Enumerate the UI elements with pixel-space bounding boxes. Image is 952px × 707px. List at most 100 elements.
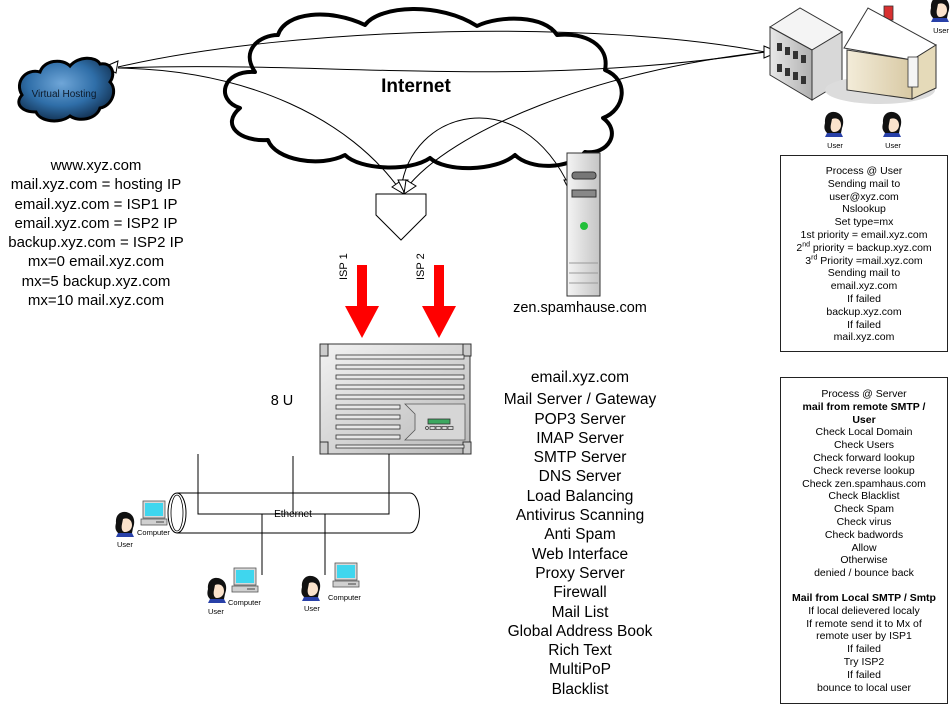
office-building-icon <box>769 7 843 101</box>
link-hosting-remote-bottom <box>117 51 766 73</box>
local-step: If failed <box>847 668 881 681</box>
house-icon <box>825 5 937 104</box>
dns-record: mx=0 email.xyz.com <box>27 253 165 271</box>
service-item: POP3 Server <box>534 410 626 428</box>
service-item: Proxy Server <box>535 564 625 582</box>
process-user-priority-3: 3rd Priority =mail.xyz.com <box>781 254 947 268</box>
service-item: SMTP Server <box>533 449 627 467</box>
client-user-icon-1 <box>115 511 135 537</box>
rack-size-label: 8 U <box>271 393 294 409</box>
process-user-line: mail.xyz.com <box>833 331 895 344</box>
service-item: Load Balancing <box>526 487 634 505</box>
arrowhead-router-right <box>403 179 417 196</box>
internet-label: Internet <box>381 76 451 97</box>
spacer <box>781 580 947 592</box>
dns-record: email.xyz.com = ISP1 IP <box>14 195 178 213</box>
priority-text: Priority =mail.xyz.com <box>817 254 923 267</box>
remote-step: Check Local Domain <box>815 426 913 439</box>
client-computer-icon-1 <box>140 500 168 526</box>
remote-step: Check virus <box>836 515 892 528</box>
local-step: If remote send it to Mx of <box>806 617 922 630</box>
spamhaus-label: zen.spamhause.com <box>513 300 647 316</box>
process-user-line: Set type=mx <box>834 216 894 229</box>
server-services-list: email.xyz.com Mail Server / Gateway POP3… <box>486 368 674 699</box>
remote-step: Check Users <box>833 439 895 452</box>
priority-text: priority = backup.xyz.com <box>809 241 932 254</box>
local-step: If failed <box>847 643 881 656</box>
remote-smtp-heading: mail from remote SMTP / User <box>802 400 926 426</box>
service-item: Anti Spam <box>544 526 616 544</box>
spamhaus-server-icon <box>566 152 601 297</box>
remote-step: Check forward lookup <box>813 451 915 464</box>
client-user-icon-3 <box>301 575 321 601</box>
dns-record: www.xyz.com <box>50 157 142 174</box>
process-user-box: Process @ User Sending mail to user@xyz.… <box>780 155 948 352</box>
process-user-line: Sending mail to <box>827 177 901 190</box>
local-smtp-heading: Mail from Local SMTP / Smtp <box>792 591 936 604</box>
process-user-priority-2: 2nd priority = backup.xyz.com <box>781 241 947 255</box>
dns-records-list: www.xyz.com mail.xyz.com = hosting IP em… <box>0 156 192 310</box>
client-user-label-1: User <box>117 540 133 549</box>
remote-user-icon-1 <box>930 0 950 23</box>
remote-user-icon-3 <box>882 111 902 137</box>
service-item: DNS Server <box>538 468 622 486</box>
dns-record: backup.xyz.com = ISP2 IP <box>8 234 184 252</box>
ethernet-bus <box>167 492 420 534</box>
remote-step: Otherwise <box>840 554 888 567</box>
client-computer-label-2: Computer <box>228 598 261 607</box>
process-server-box: Process @ Server mail from remote SMTP /… <box>780 377 948 704</box>
service-item: MultiPoP <box>548 661 612 679</box>
remote-step: Check badwords <box>824 528 904 541</box>
client-computer-label-3: Computer <box>328 593 361 602</box>
process-user-line: If failed <box>847 318 881 331</box>
process-user-line: 1st priority = email.xyz.com <box>800 228 928 241</box>
dns-record: email.xyz.com = ISP2 IP <box>14 214 178 232</box>
process-user-line: Sending mail to <box>827 267 901 280</box>
process-user-line: If failed <box>847 292 881 305</box>
remote-step: Check zen.spamhaus.com <box>802 477 926 490</box>
service-item: Mail List <box>551 603 609 621</box>
process-user-line: backup.xyz.com <box>826 305 902 318</box>
remote-user-label-2: User <box>827 141 843 150</box>
remote-step: Check Blacklist <box>828 490 900 503</box>
isp1-label: ISP 1 <box>338 253 350 280</box>
isp1-arrow <box>345 265 379 338</box>
process-server-title: Process @ Server <box>821 388 907 400</box>
remote-user-icon-2 <box>824 111 844 137</box>
service-item: Firewall <box>553 584 607 602</box>
remote-step: Allow <box>851 541 877 554</box>
remote-user-label-3: User <box>885 141 901 150</box>
remote-step: denied / bounce back <box>814 567 914 580</box>
process-user-line: Process @ User <box>825 165 903 177</box>
local-step: bounce to local user <box>817 681 911 694</box>
service-item: Mail Server / Gateway <box>503 391 657 409</box>
client-computer-icon-2 <box>231 567 259 593</box>
virtual-hosting-cloud <box>17 56 116 123</box>
client-user-label-3: User <box>304 604 320 613</box>
link-hosting-router <box>117 67 401 191</box>
remote-user-label-1: User <box>933 26 949 35</box>
link-hosting-remote-top <box>117 30 766 68</box>
ordinal-suffix: rd <box>811 254 818 262</box>
client-computer-icon-3 <box>332 562 360 588</box>
service-item: Web Interface <box>531 545 629 563</box>
client-user-label-2: User <box>208 607 224 616</box>
process-user-line: email.xyz.com <box>830 280 898 293</box>
remote-step: Check reverse lookup <box>813 464 915 477</box>
dns-record: mx=5 backup.xyz.com <box>21 272 171 290</box>
local-step: If local delievered localy <box>808 604 920 617</box>
client-user-icon-2 <box>207 577 227 603</box>
router-icon <box>375 193 427 241</box>
service-item: Blacklist <box>551 680 609 698</box>
service-item: Global Address Book <box>507 622 653 640</box>
process-user-line: Nslookup <box>842 203 886 216</box>
isp2-arrow <box>422 265 456 338</box>
dns-record: mail.xyz.com = hosting IP <box>10 176 182 194</box>
isp2-label: ISP 2 <box>415 253 427 280</box>
virtual-hosting-label: Virtual Hosting <box>32 89 97 100</box>
ordinal: 2 <box>796 241 803 254</box>
ordinal-suffix: nd <box>802 241 810 249</box>
server-hostname: email.xyz.com <box>530 369 630 386</box>
ordinal: 3 <box>805 254 812 267</box>
